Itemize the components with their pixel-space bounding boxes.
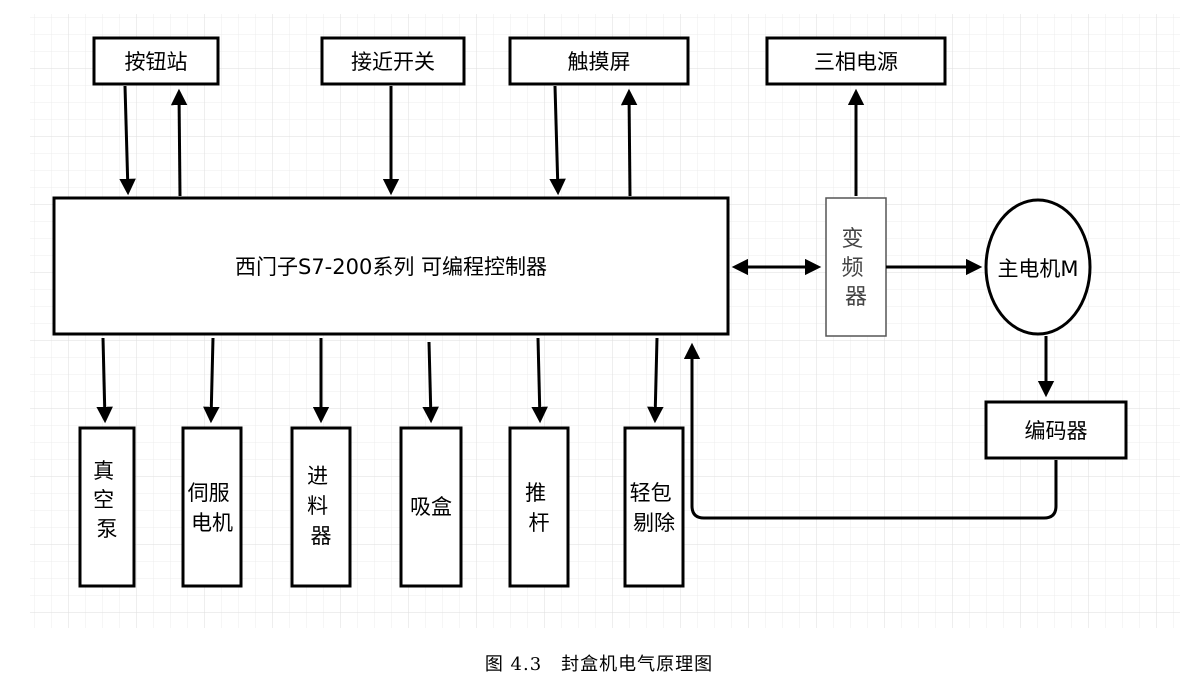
encoder-label: 编码器: [1025, 419, 1088, 443]
inverter-label: 变 频 器: [841, 227, 870, 310]
arrow-touch-screen-to-plc: [549, 85, 566, 196]
inverter-char-2: 频: [841, 256, 863, 281]
vacuum-pump-line-1: 真: [93, 459, 114, 483]
arrow-plc-to-push-rod: [531, 337, 548, 424]
feeder-label: 进 料 器: [307, 464, 335, 548]
vacuum-pump-line-3: 泵: [97, 517, 118, 541]
servo-motor-line-2: 电机: [191, 511, 233, 535]
arrow-plc-to-suction-box: [422, 341, 439, 424]
light-pack-reject-box: 轻包 剔除: [623, 426, 685, 588]
arrow-plc-to-touch-screen: [620, 88, 638, 197]
touch-screen-box: 触摸屏: [508, 36, 690, 86]
figure-caption: 图 4.3 封盒机电气原理图: [484, 654, 714, 675]
arrow-plc-to-servo-motor: [203, 337, 220, 424]
proximity-switch-label: 接近开关: [351, 50, 435, 74]
button-station-box: 按钮站: [92, 36, 220, 86]
push-rod-label: 推 杆: [525, 481, 553, 535]
light-pack-reject-line-1: 轻包: [630, 481, 672, 505]
arrow-plc-to-light-pack-reject: [647, 337, 664, 424]
light-pack-reject-line-2: 剔除: [633, 511, 675, 535]
three-phase-power-box: 三相电源: [765, 36, 947, 86]
vacuum-pump-box: 真 空 泵: [78, 426, 136, 588]
three-phase-power-label: 三相电源: [814, 50, 898, 74]
touch-screen-label: 触摸屏: [568, 50, 631, 74]
connectors: [96, 85, 1058, 520]
proximity-switch-box: 接近开关: [320, 36, 466, 86]
plc-controller-label: 西门子S7-200系列 可编程控制器: [235, 255, 547, 279]
main-motor-circle: 主电机M: [984, 198, 1092, 336]
arrow-plc-to-button-station: [170, 88, 188, 197]
vacuum-pump-line-2: 空: [93, 488, 114, 512]
push-rod-box: 推 杆: [508, 426, 570, 588]
light-pack-reject-label: 轻包 剔除: [630, 481, 679, 535]
vacuum-pump-label: 真 空 泵: [93, 459, 121, 541]
servo-motor-box: 伺服 电机: [181, 426, 243, 588]
button-station-label: 按钮站: [125, 50, 188, 74]
servo-motor-line-1: 伺服: [188, 481, 230, 505]
feeder-line-1: 进: [307, 464, 328, 488]
push-rod-line-1: 推: [525, 481, 546, 505]
inverter-box: 变 频 器: [825, 197, 887, 337]
feeder-box: 进 料 器: [290, 426, 352, 588]
plc-controller-box: 西门子S7-200系列 可编程控制器: [52, 196, 730, 336]
inverter-char-1: 变: [841, 227, 863, 252]
main-motor-label: 主电机M: [997, 257, 1078, 281]
arrow-button-station-to-plc: [119, 85, 136, 196]
arrow-encoder-feedback-to-plc: [683, 342, 1058, 520]
feeder-line-2: 料: [307, 494, 328, 518]
suction-box-box: 吸盒: [399, 426, 463, 588]
inverter-char-3: 器: [845, 285, 867, 310]
encoder-box: 编码器: [984, 400, 1128, 460]
feeder-line-3: 器: [311, 524, 332, 548]
push-rod-line-2: 杆: [529, 511, 550, 535]
arrow-plc-to-vacuum-pump: [96, 337, 113, 424]
suction-box-label: 吸盒: [410, 495, 452, 519]
servo-motor-label: 伺服 电机: [188, 481, 237, 535]
